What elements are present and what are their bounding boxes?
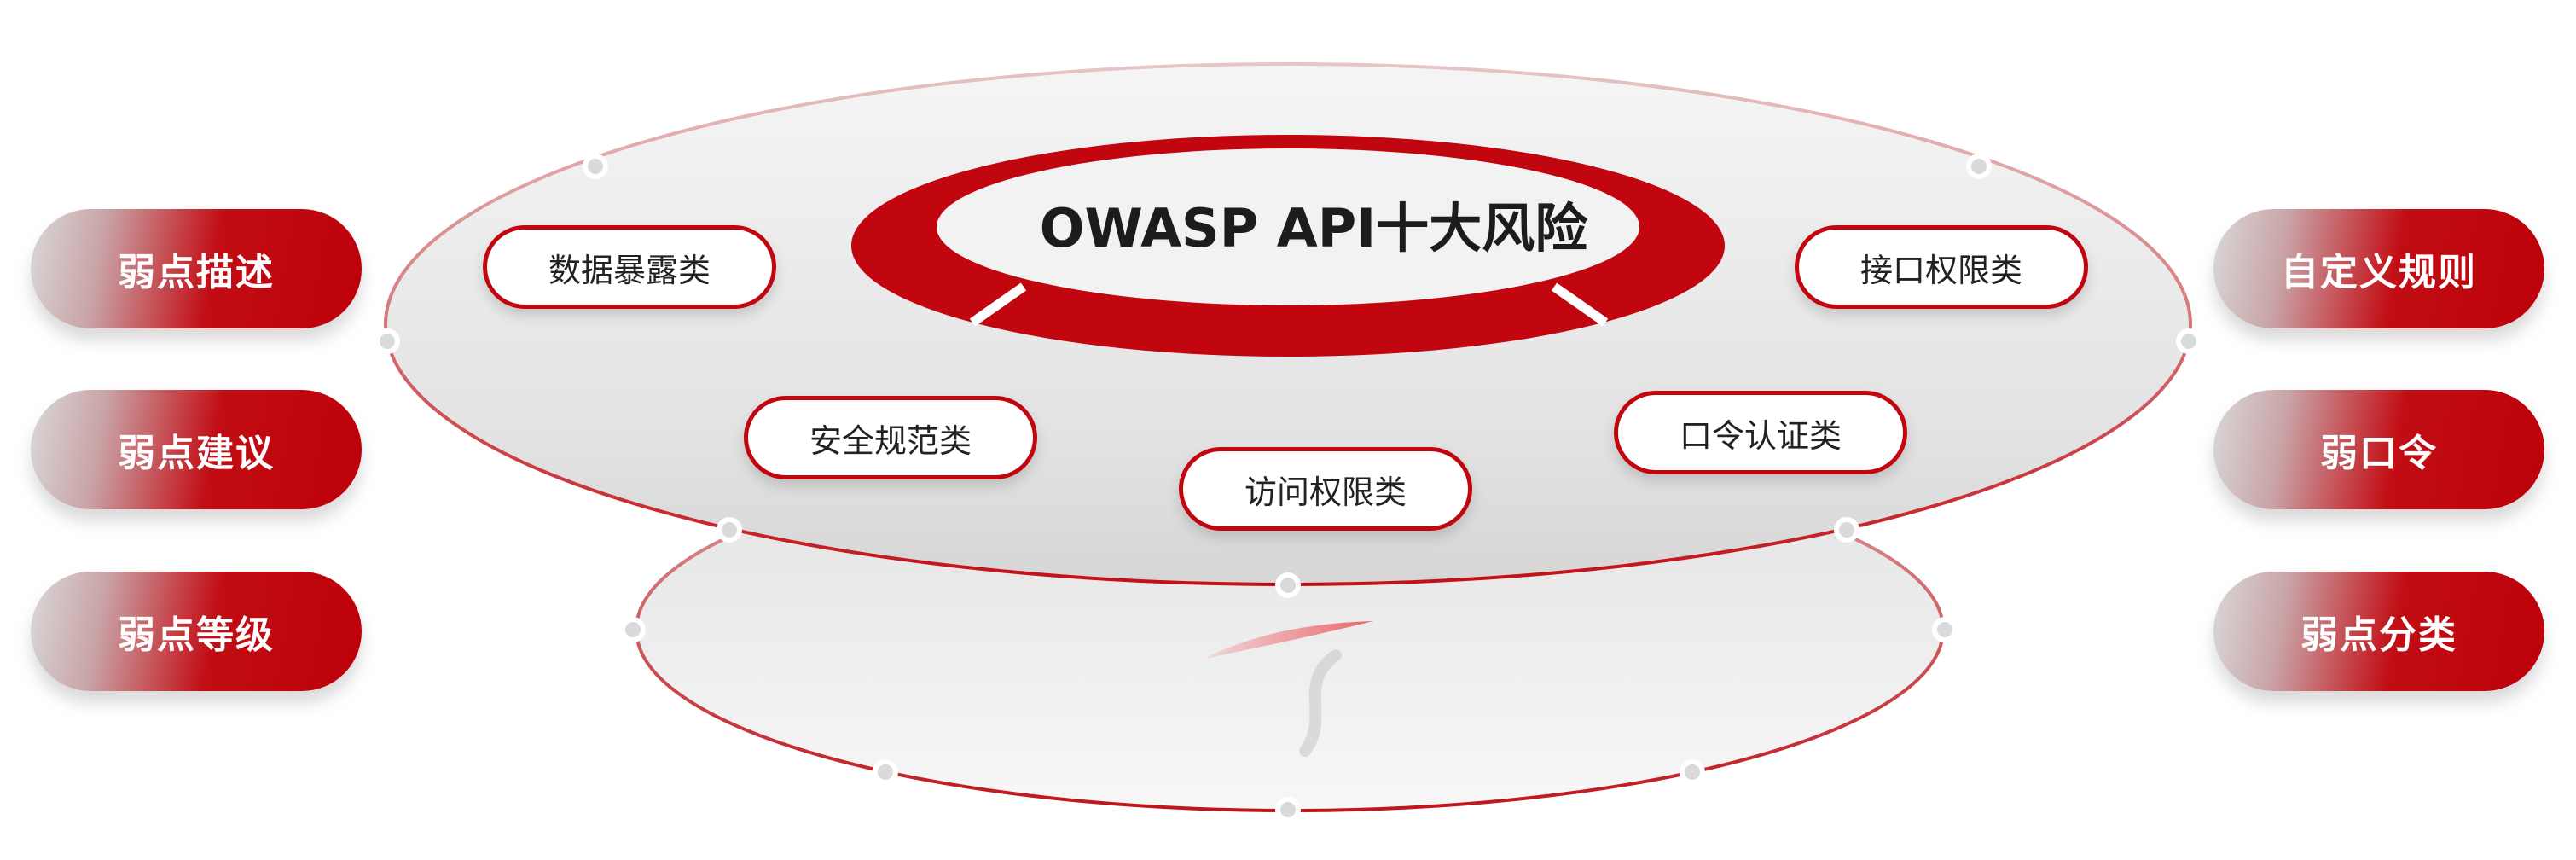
left-label-weakness-suggestion: 弱点建议 [31, 390, 362, 509]
rim-node [1275, 572, 1301, 598]
rim-node [717, 517, 742, 543]
rim-node [2176, 328, 2202, 354]
rim-node [1275, 797, 1301, 822]
right-label-custom-rules: 自定义规则 [2213, 209, 2544, 328]
swoosh-logo-icon [1204, 621, 1373, 659]
category-data-exposure: 数据暴露类 [483, 225, 776, 309]
right-label-weak-password: 弱口令 [2213, 390, 2544, 509]
left-label-weakness-description: 弱点描述 [31, 209, 362, 328]
diagram-title: OWASP API十大风险 [1039, 197, 1588, 259]
rim-node [620, 617, 646, 642]
right-label-weakness-classification: 弱点分类 [2213, 572, 2544, 691]
rim-node [1966, 154, 1992, 179]
center-ring-gap-right [1551, 282, 1609, 327]
center-ring-gap-left [969, 282, 1027, 327]
left-label-weakness-level: 弱点等级 [31, 572, 362, 691]
rim-node [374, 328, 400, 354]
rim-node [583, 154, 608, 179]
swoosh-tail-icon [1299, 649, 1342, 757]
category-password-auth: 口令认证类 [1614, 391, 1907, 474]
rim-node [1680, 759, 1705, 785]
rim-node [873, 759, 898, 785]
category-security-standard: 安全规范类 [744, 396, 1037, 479]
category-interface-permission: 接口权限类 [1795, 225, 2088, 309]
center-ring-inner [937, 148, 1639, 305]
rim-node [1834, 517, 1859, 543]
rim-node [1932, 617, 1958, 642]
category-access-permission: 访问权限类 [1179, 447, 1472, 531]
